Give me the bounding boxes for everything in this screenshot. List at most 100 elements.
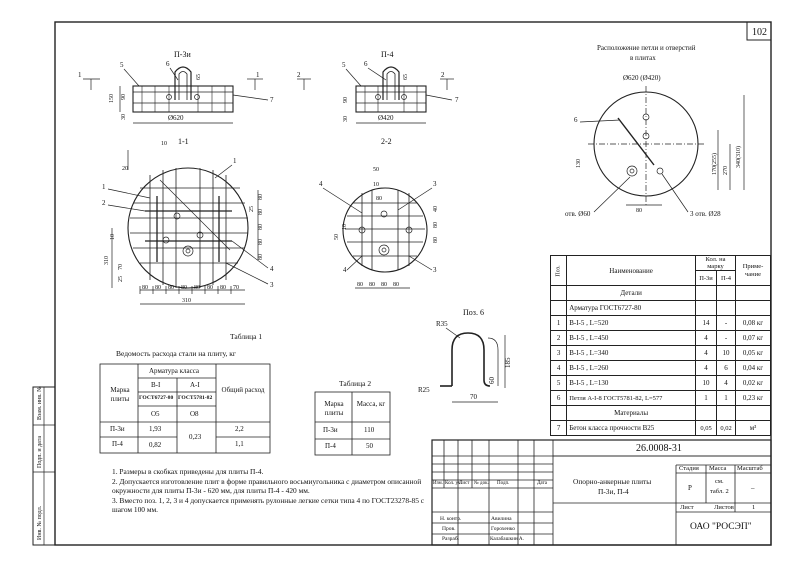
table1-row2-mark: П-4 <box>112 440 123 448</box>
table2-caption: Таблица 2 <box>339 379 372 388</box>
spec-head-pos: Поз. <box>549 255 568 286</box>
dim-80-f: 80 <box>207 285 213 291</box>
table2-grid <box>314 391 391 456</box>
cut-mark-2-left: 2 <box>297 71 301 79</box>
pos-1-s11: 1 <box>233 157 237 165</box>
stamp-role-2: Пров. <box>442 526 456 532</box>
dim-30-p4: 30 <box>343 116 349 122</box>
stamp-col-kol: Кол. уч. <box>445 481 462 486</box>
dim-70-pos6: 70 <box>470 393 478 401</box>
table1-gost-ai: ГОСТ5781-82 <box>178 395 213 401</box>
dim-80-r3: 80 <box>258 224 264 230</box>
loop-title-2: в плитах <box>630 54 656 62</box>
stamp-stage-head: Стадия <box>679 465 699 472</box>
sheet-number-box <box>746 21 772 41</box>
pos-4b-s22: 4 <box>343 266 347 274</box>
stamp-mass-1: см. <box>715 478 724 485</box>
dim-d620: Ø620 <box>168 114 184 122</box>
stamp-sheets-head: Листов <box>714 504 734 511</box>
dim-r25: R25 <box>418 386 430 394</box>
table1-row1-mark: П-3и <box>110 425 125 433</box>
stamp-col-izm: Изм. <box>433 481 443 486</box>
dim-270: 270 <box>723 166 729 175</box>
table1-ai-shared: 0,23 <box>189 433 202 441</box>
stamp-mass-2: табл. 2 <box>710 488 729 495</box>
general-notes: 1. Размеры в скобках приведены для плиты… <box>112 467 432 515</box>
dim-80-d: 80 <box>181 285 187 291</box>
pos-5: 5 <box>120 61 124 69</box>
table1-gost-bi: ГОСТ6727-80 <box>139 395 174 401</box>
dim-80-b2: 80 <box>369 282 375 288</box>
pos-3b-s22: 3 <box>433 266 437 274</box>
dim-10-left: 10 <box>342 224 348 230</box>
pos-6: 6 <box>166 60 170 68</box>
section-1-1: 1-1 310 10 70 25 20 10 80 80 <box>102 137 274 305</box>
stamp-col-list: Лист <box>459 481 470 486</box>
table2-head-mark: Марка плиты <box>324 400 344 417</box>
stamp-col-doc: № док. <box>474 481 489 486</box>
dim-70-h: 70 <box>233 285 239 291</box>
dim-80-a: 80 <box>142 285 148 291</box>
table1-row2-bi: 0,82 <box>149 441 162 449</box>
dim-170-255: 170(255) <box>711 153 718 175</box>
pos6-title: Поз. 6 <box>463 308 484 317</box>
dim-30: 30 <box>121 114 127 120</box>
spec-head-qty: Кол. на марку <box>695 255 736 271</box>
dim-80-r1: 80 <box>258 194 264 200</box>
table1-row1-total: 2,2 <box>235 425 244 433</box>
dim-50-left: 50 <box>334 234 340 240</box>
stamp-mass-head: Масса <box>709 465 727 472</box>
dim-80-r4: 80 <box>258 239 264 245</box>
stamp-name-1: Авилина <box>491 516 512 522</box>
stamp-name-3: Калабашкин А. <box>490 536 524 542</box>
cut-mark-right: 1 <box>256 71 260 79</box>
table1-row1-bi: 1,93 <box>149 425 162 433</box>
dim-80-g: 80 <box>220 285 226 291</box>
table1-title: Ведомость расхода стали на плиту, кг <box>116 349 236 358</box>
pos-3-s11: 3 <box>270 281 274 289</box>
spec-head-name: Наименование <box>566 255 696 286</box>
table1-head-total: Общий расход <box>221 386 265 394</box>
dim-80-e: 80 <box>194 285 200 291</box>
stamp-col-date: Дата <box>537 481 547 486</box>
dim-25-vert: 25 <box>118 276 124 282</box>
dim-80-right: 80 <box>433 222 439 228</box>
stamp-scale: – <box>751 484 755 492</box>
table1-row2-total: 1,1 <box>235 440 244 448</box>
dim-130: 130 <box>576 159 582 168</box>
dim-80-c: 80 <box>168 285 174 291</box>
dim-80-b3: 80 <box>381 282 387 288</box>
pos-6-p4: 6 <box>364 60 368 68</box>
loop-title-1: Расположение петли и отверстий <box>597 44 696 52</box>
side-stamp-replaced: Взам. инв. № <box>37 386 43 420</box>
stamp-sheet-head: Лист <box>680 504 694 511</box>
stamp-role-3: Разраб. <box>442 536 460 542</box>
spec-head-p3i: П-3и <box>695 270 717 286</box>
dim-310-vert: 310 <box>104 256 110 265</box>
cut-mark-2-right: 2 <box>441 71 445 79</box>
side-stamp-inv: Инв. № подл. <box>37 505 43 540</box>
table2-head-mass: Масса, кг <box>356 400 386 408</box>
stamp-name-2: Горохенко <box>491 526 515 532</box>
dim-25-r: 25 <box>249 206 255 212</box>
stamp-title-2: П-3и, П-4 <box>598 487 629 496</box>
side-stamp-sign: Подп. и дата <box>37 436 43 468</box>
dim-80-b1: 80 <box>357 282 363 288</box>
holes-28-label: 3 отв. Ø28 <box>690 210 721 218</box>
specification-table: Поз. Наименование Кол. на марку Приме-ча… <box>549 255 771 436</box>
pos-2-s11: 2 <box>102 199 106 207</box>
pos-4-s11: 4 <box>270 265 274 273</box>
spec-section-materials: Материалы <box>566 405 696 421</box>
dim-80-b4: 80 <box>393 282 399 288</box>
pos-7-p4: 7 <box>455 96 459 104</box>
table2-row2-mark: П-4 <box>325 442 336 450</box>
dim-80-b: 80 <box>155 285 161 291</box>
sheet-frame <box>54 21 772 546</box>
spec-head-note: Приме-чание <box>735 255 771 286</box>
